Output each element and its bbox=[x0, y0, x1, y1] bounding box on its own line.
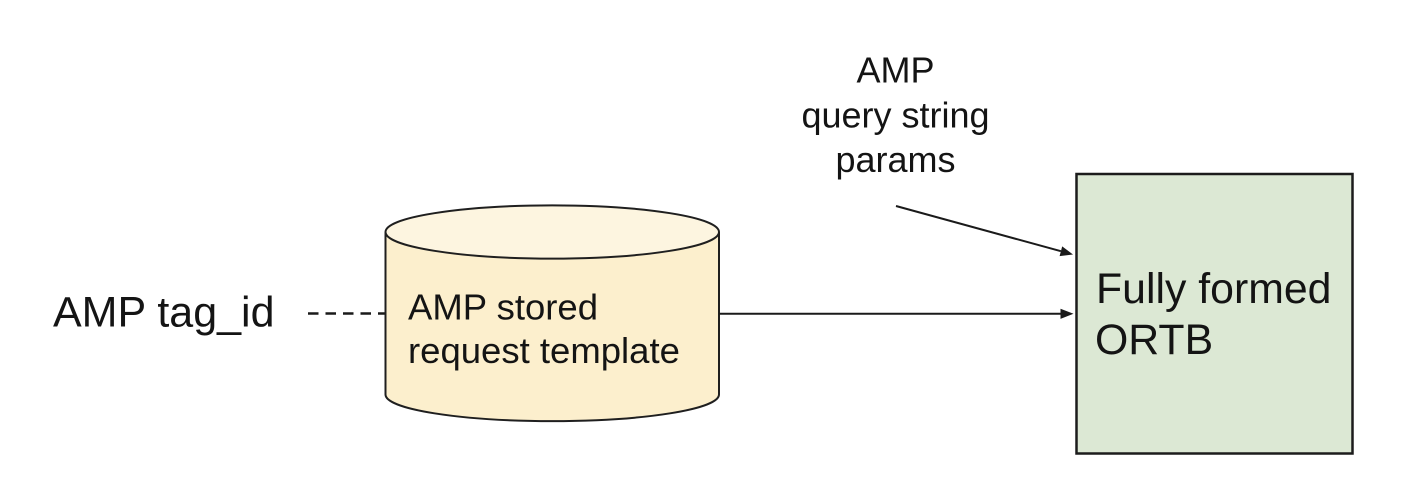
svg-text:request template: request template bbox=[408, 330, 680, 371]
svg-text:AMP: AMP bbox=[856, 50, 934, 91]
svg-text:Fully formed: Fully formed bbox=[1096, 265, 1331, 313]
svg-text:AMP tag_id: AMP tag_id bbox=[53, 289, 275, 337]
svg-text:ORTB: ORTB bbox=[1095, 316, 1213, 364]
svg-text:query string: query string bbox=[801, 94, 989, 135]
svg-text:params: params bbox=[835, 139, 955, 180]
svg-text:AMP stored: AMP stored bbox=[408, 286, 598, 327]
